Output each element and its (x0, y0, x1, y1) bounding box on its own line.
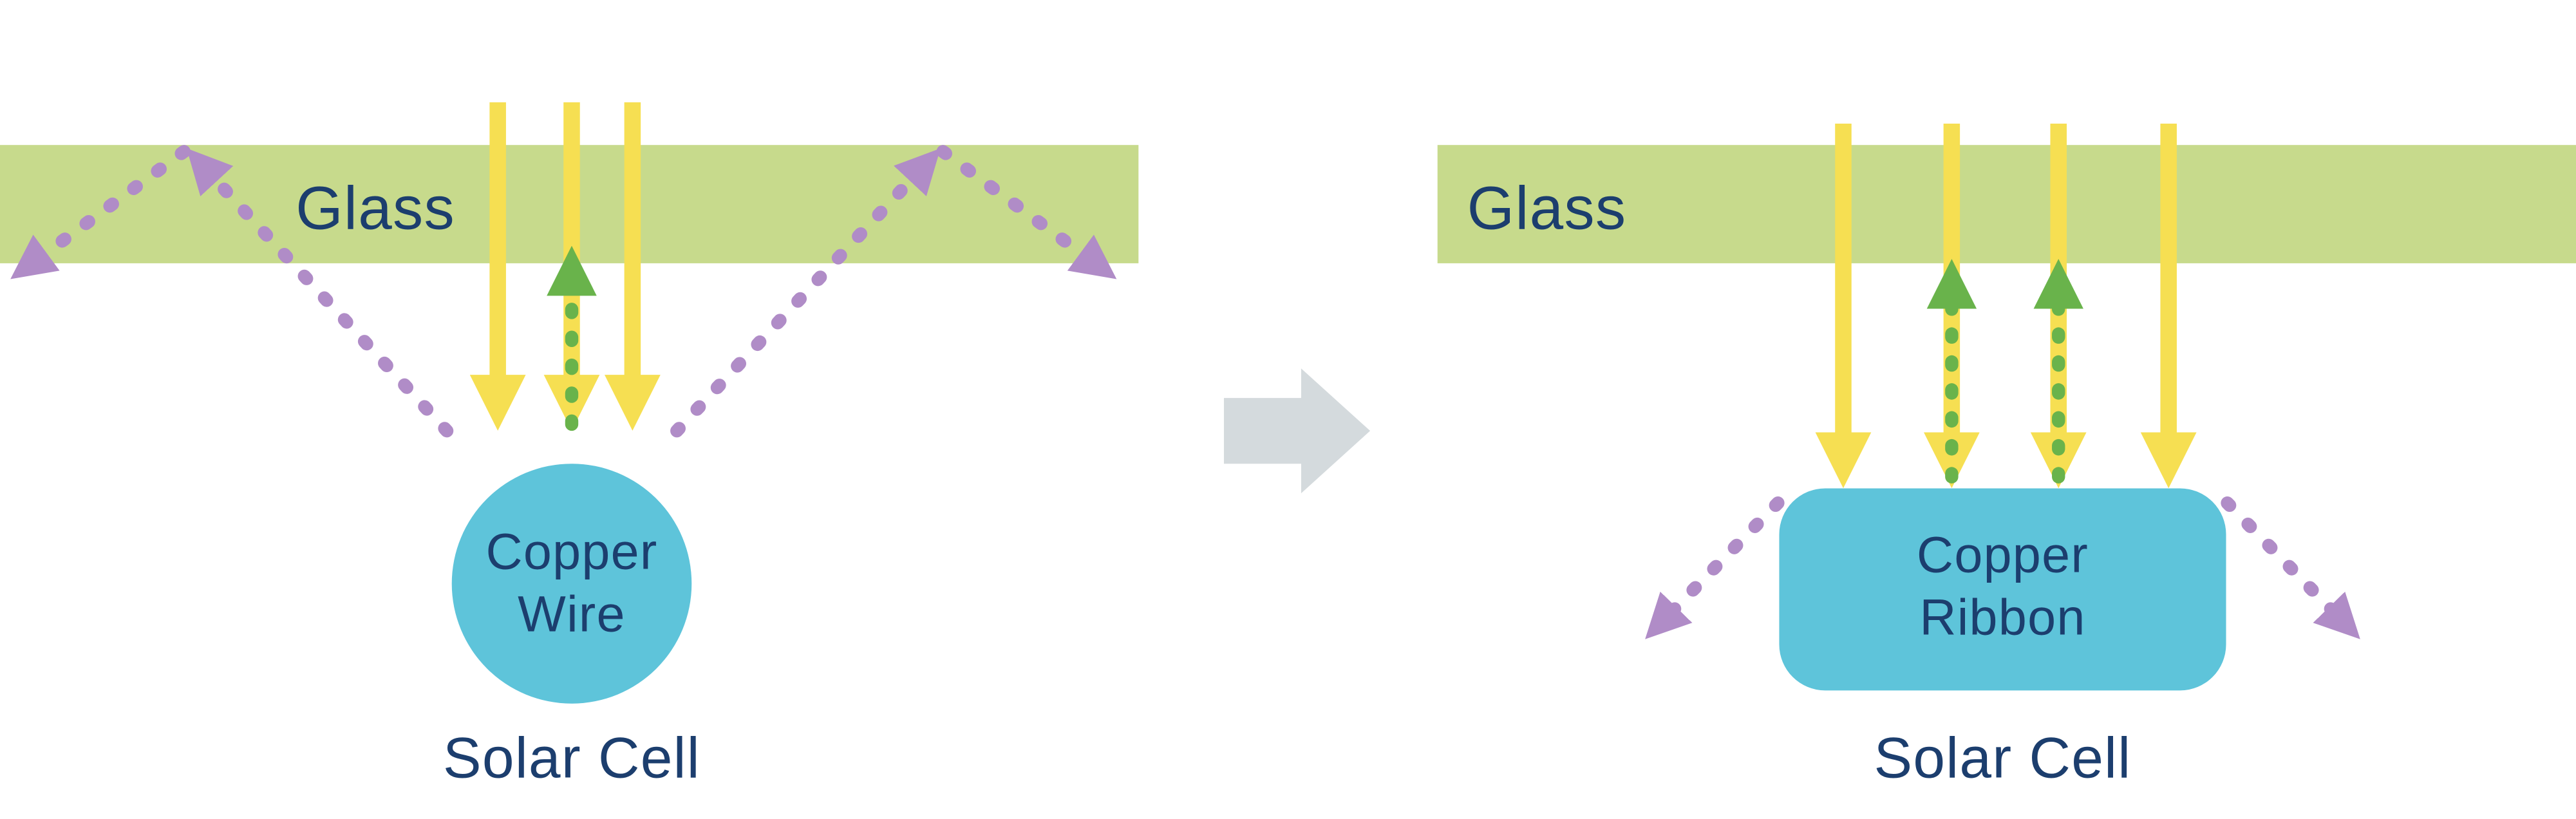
copper-wire-label-line1: Copper (485, 523, 657, 580)
copper-wire-label-line2: Wire (518, 585, 626, 642)
glass-label: Glass (1467, 174, 1627, 242)
copper-ribbon (1779, 488, 2226, 691)
reflected-light-arrow (670, 148, 941, 438)
solar-cell-label: Solar Cell (443, 726, 700, 790)
reflected-light-arrow (936, 145, 1117, 279)
right-panel: Glass Copper Ribbon Solar Cell (1437, 124, 2576, 790)
copper-wire (451, 464, 692, 704)
reflected-light-arrow (186, 148, 454, 438)
reflected-light-arrow (10, 145, 191, 279)
transition-arrow-icon (1223, 368, 1371, 494)
left-panel: Glass Copper Wire Solar Cell (0, 102, 1139, 790)
solar-cell-label: Solar Cell (1874, 726, 2132, 790)
glass-layer (1437, 145, 2576, 263)
glass-label: Glass (296, 174, 455, 242)
copper-ribbon-label-line1: Copper (1917, 526, 2089, 583)
copper-ribbon-label-line2: Ribbon (1919, 588, 2085, 646)
